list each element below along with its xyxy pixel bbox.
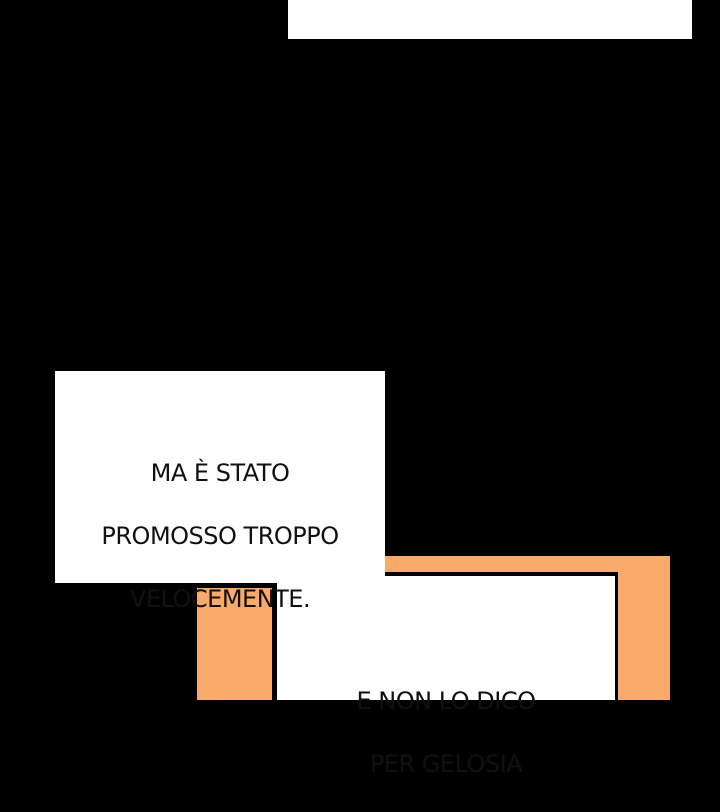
caption-box-join [277,576,385,586]
caption-line: PROMOSSO TROPPO [101,521,339,550]
orange-frame-left [197,588,272,700]
caption-text-1: MA È STATO PROMOSSO TROPPO VELOCEMENTE. [55,426,385,647]
caption-line: MA È STATO [150,458,290,487]
caption-line: VELOCEMENTE. [129,584,311,613]
caption-box-1: MA È STATO PROMOSSO TROPPO VELOCEMENTE. [55,371,385,613]
caption-text-2: E NON LO DICO PER GELOSIA [277,654,615,812]
top-caption-box [288,0,692,39]
caption-line: PER GELOSIA [369,749,523,778]
caption-line: E NON LO DICO [356,686,536,715]
orange-frame-right-top [385,556,670,572]
orange-frame-right [618,556,670,700]
